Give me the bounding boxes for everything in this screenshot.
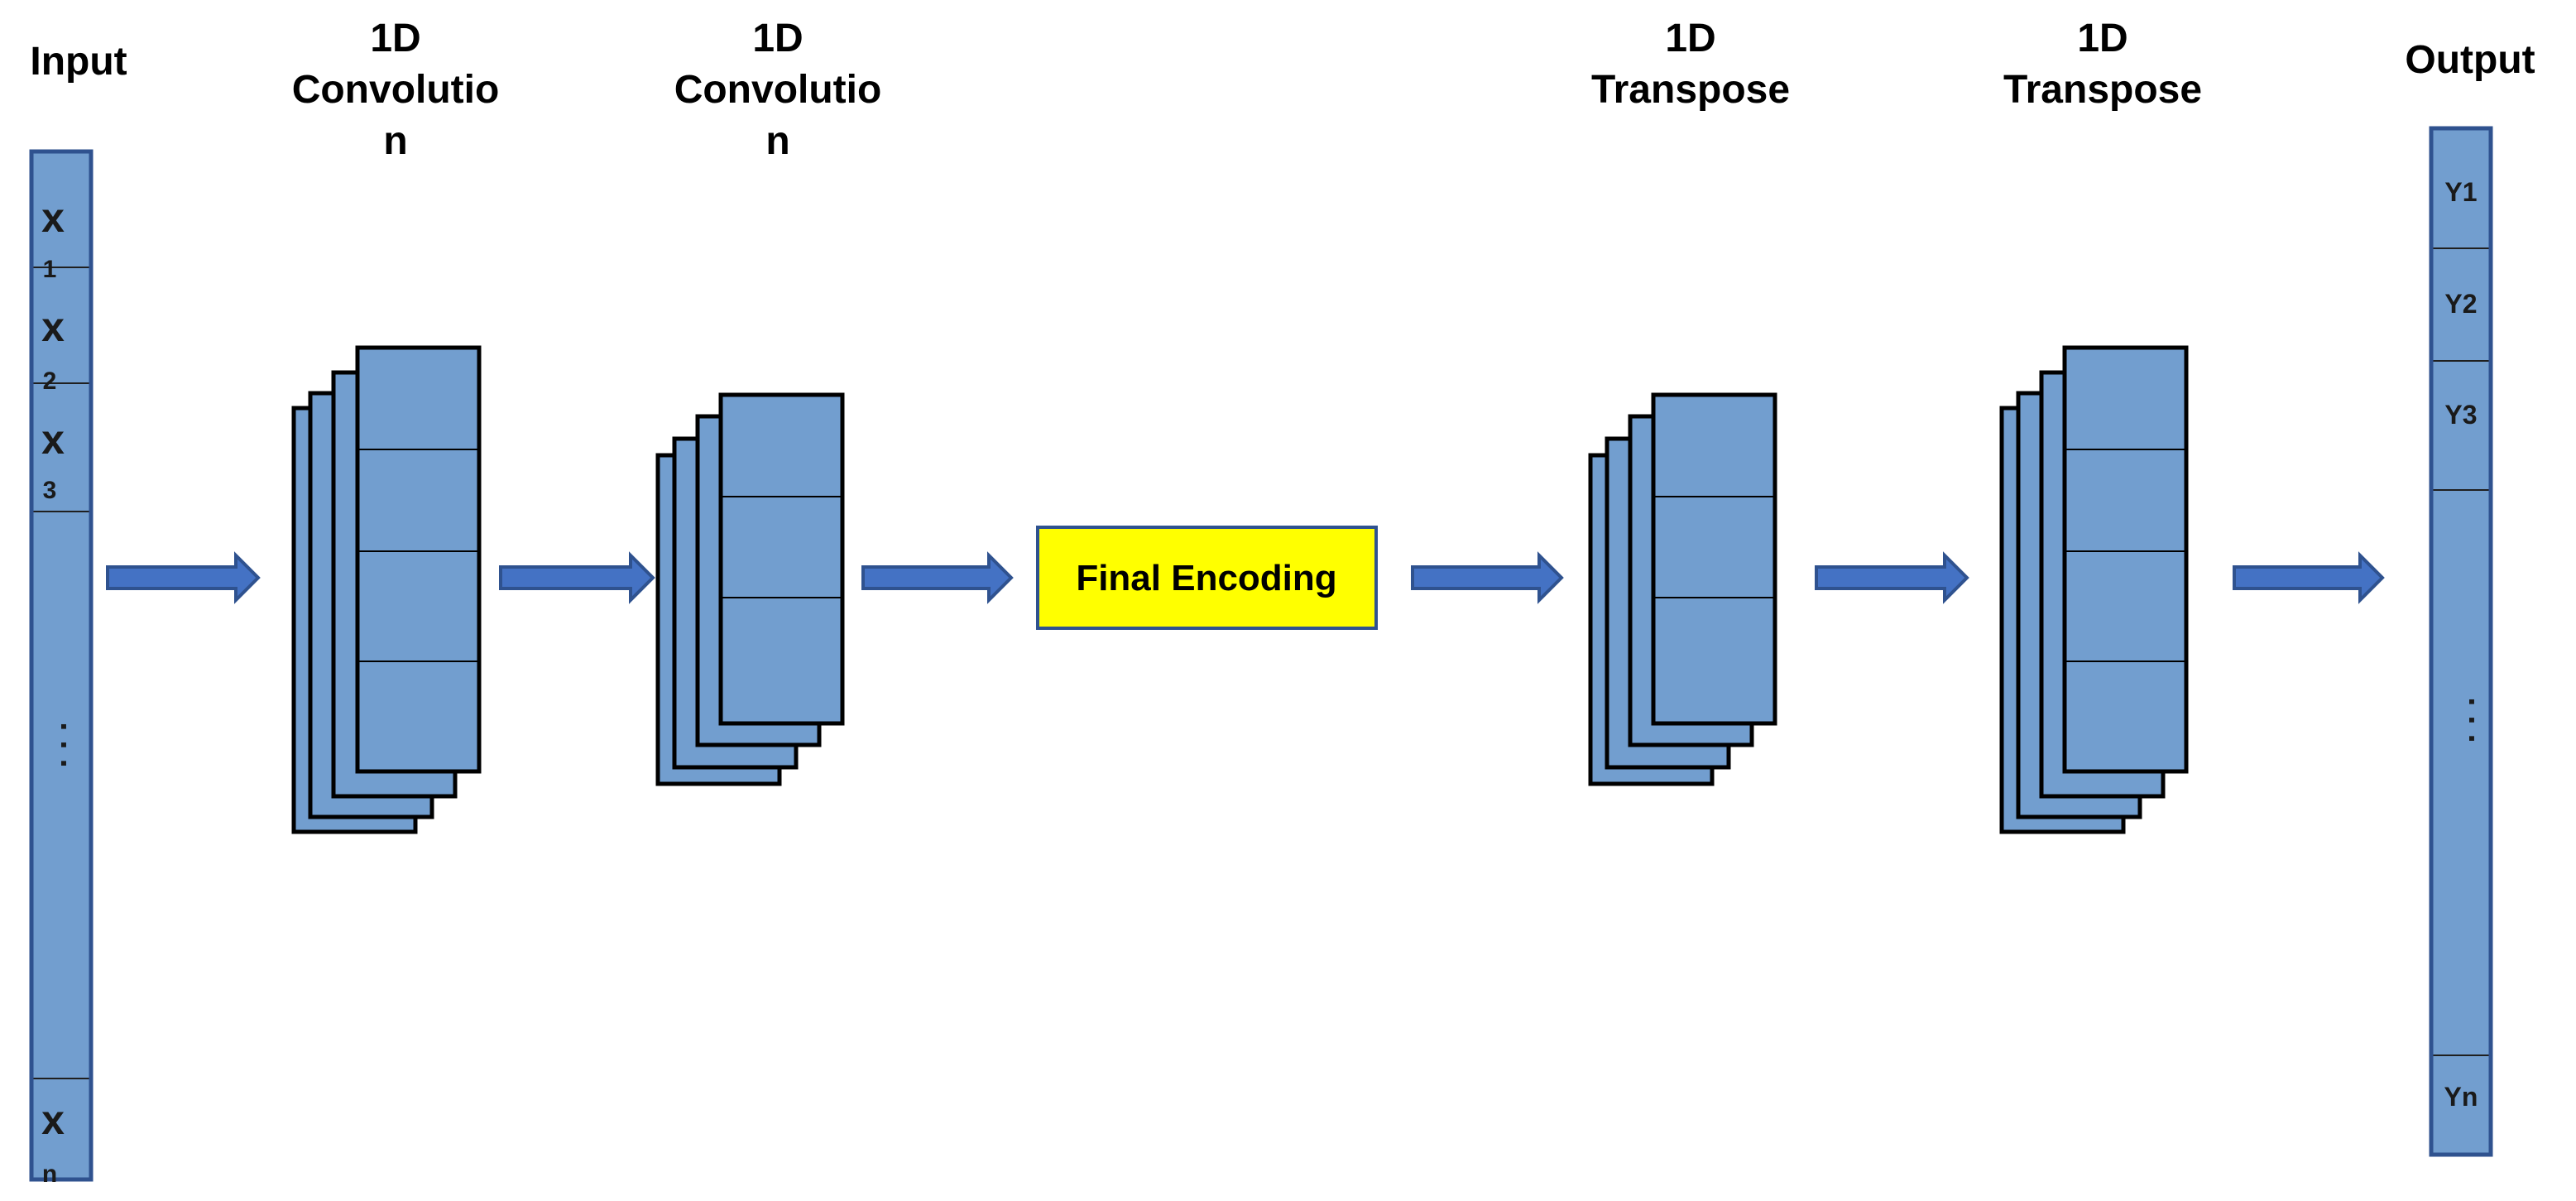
transpose-layer-2-label-line1: 1D (2077, 17, 2127, 60)
arrow-2 (499, 551, 655, 604)
arrow-5 (1815, 551, 1969, 604)
transpose-layer-2: 1D Transpose (1999, 17, 2202, 834)
input-x1-subscript: 1 (43, 256, 57, 283)
conv-layer-2-label-line1: 1D (752, 17, 803, 60)
transpose-layer-1-label-line2: Transpose (1591, 68, 1790, 112)
conv-layer-2-label-line2: Convolutio (674, 68, 882, 112)
input-cell (31, 511, 92, 1079)
arrow-4 (1411, 551, 1564, 604)
input-cell (31, 151, 92, 268)
conv-layer-1-label-line1: 1D (370, 17, 420, 60)
arrow-3 (861, 551, 1014, 604)
transpose-layer-1-label-line1: 1D (1665, 17, 1715, 60)
input-xn-subscript: n (42, 1160, 57, 1188)
input-x3-subscript: 3 (43, 477, 57, 504)
output-label: Output (2405, 38, 2535, 82)
feature-map-front (1651, 392, 1777, 726)
final-encoding: Final Encoding (1036, 526, 1378, 630)
input-label: Input (30, 40, 127, 84)
conv-layer-2-label-line3: n (765, 119, 789, 163)
final-encoding-label: Final Encoding (1076, 558, 1336, 598)
arrows (106, 551, 2385, 604)
output-y3: Y3 (2444, 400, 2477, 430)
arrow-6 (2233, 551, 2385, 604)
input-x1: x (41, 195, 65, 241)
transpose-layer-1: 1D Transpose (1588, 17, 1790, 786)
output-y1: Y1 (2444, 177, 2477, 207)
input-cell (31, 267, 92, 384)
feature-map-front (355, 345, 482, 774)
output-cell (2430, 127, 2492, 249)
conv-layer-1-label-line2: Convolutio (292, 68, 500, 112)
input-cell (31, 382, 92, 512)
transpose-layer-2-label-line2: Transpose (2003, 68, 2202, 112)
feature-map-front (2062, 345, 2189, 774)
input-ellipsis: . . . (54, 722, 90, 768)
output-ellipsis: . . . (2462, 697, 2498, 743)
input-x3: x (41, 416, 65, 463)
output-cell (2430, 489, 2492, 1056)
input-frame (29, 149, 94, 1182)
output-yn: Yn (2444, 1082, 2478, 1112)
conv-layer-1-label-line3: n (383, 119, 407, 163)
output-y2: Y2 (2444, 289, 2477, 319)
feature-map-front (718, 392, 845, 726)
output-cell (2430, 360, 2492, 491)
conv-layer-2: 1D Convolutio n (655, 17, 882, 786)
input-column: Input x 1 x 2 x 3 . . . x n (29, 40, 127, 1188)
input-x2-subscript: 2 (43, 368, 57, 395)
conv-layer-1: 1D Convolutio n (291, 17, 500, 834)
output-frame (2429, 126, 2493, 1157)
output-column: Output Y1 Y2 Y3 . . . Yn (2405, 38, 2535, 1157)
arrow-1 (106, 551, 261, 604)
input-xn: x (41, 1097, 65, 1143)
input-x2: x (41, 304, 65, 350)
final-encoding-box (1036, 526, 1378, 630)
